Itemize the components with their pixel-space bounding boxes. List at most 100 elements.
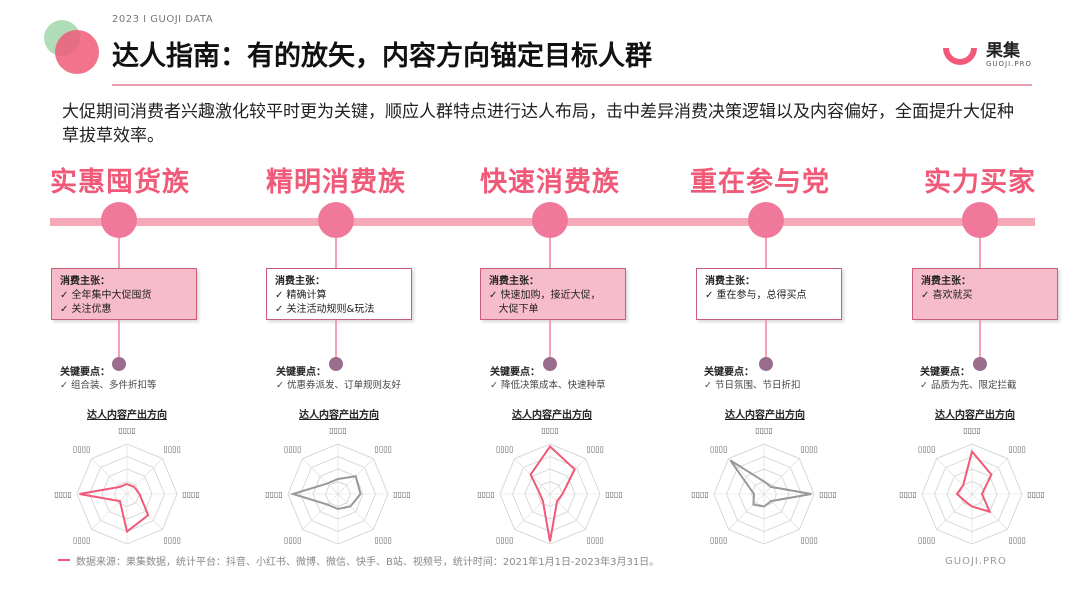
radar-chart: ▯▯▯▯▯▯▯▯▯▯▯▯▯▯▯▯▯▯▯▯▯▯▯▯▯▯▯▯▯▯▯▯: [265, 426, 411, 556]
arrow-connector: [335, 238, 337, 268]
arrow-connector: [118, 320, 120, 358]
radar-axis-label: ▯▯▯▯: [329, 426, 347, 435]
logo-subtext: GUOJI.PRO: [986, 60, 1033, 68]
radar-axis-label: ▯▯▯▯: [118, 554, 136, 556]
key-point-text: ✓ 品质为先、限定拦截: [920, 380, 1017, 391]
persona-name: 实惠囤货族: [50, 167, 190, 198]
box-line: ✓ 关注活动规则&玩法: [275, 304, 375, 315]
radar-axis-label: ▯▯▯▯: [73, 535, 91, 544]
radar-axis-label: ▯▯▯▯: [819, 490, 837, 499]
key-point-text: ✓ 节日氛围、节日折扣: [704, 380, 801, 391]
radar-axis-label: ▯▯▯▯: [605, 490, 623, 499]
consumption-box: 消费主张： ✓ 精确计算 ✓ 关注活动规则&玩法: [266, 268, 412, 320]
page-title: 达人指南：有的放矢，内容方向锚定目标人群: [112, 41, 652, 72]
arrow-connector: [979, 238, 981, 268]
radar-axis: [126, 458, 163, 495]
radar-axis-label: ▯▯▯▯: [284, 445, 302, 454]
key-point-text: ✓ 优惠券派发、订单规则友好: [276, 380, 401, 391]
radar-chart: ▯▯▯▯▯▯▯▯▯▯▯▯▯▯▯▯▯▯▯▯▯▯▯▯▯▯▯▯▯▯▯▯: [54, 426, 200, 556]
radar-axis: [549, 493, 586, 530]
radar-axis-label: ▯▯▯▯: [691, 490, 709, 499]
radar-shape: [289, 475, 362, 511]
radar-axis-label: ▯▯▯▯: [284, 535, 302, 544]
key-point-label: 关键要点：: [490, 367, 540, 378]
box-line: ✓ 快速加购，接近大促，: [489, 290, 601, 301]
box-title: 消费主张：: [60, 276, 110, 287]
key-point-label: 关键要点：: [920, 367, 970, 378]
guoji-logo-icon: [943, 34, 977, 65]
radar-shape: [529, 444, 576, 542]
arrow-connector: [765, 320, 767, 358]
radar-axis-label: ▯▯▯▯: [73, 445, 91, 454]
timeline-node: [101, 202, 137, 238]
radar-shape: [955, 449, 993, 514]
radar-axis-label: ▯▯▯▯: [755, 554, 773, 556]
radar-axis-label: ▯▯▯▯: [710, 445, 728, 454]
key-point-dot: [543, 357, 557, 371]
arrow-connector: [765, 238, 767, 268]
radar-chart: ▯▯▯▯▯▯▯▯▯▯▯▯▯▯▯▯▯▯▯▯▯▯▯▯▯▯▯▯▯▯▯▯: [477, 426, 623, 556]
radar-title: 达人内容产出方向: [935, 410, 1015, 421]
box-line: ✓ 喜欢就买: [921, 290, 973, 301]
arrow-connector: [118, 238, 120, 268]
box-title: 消费主张：: [489, 276, 539, 287]
box-title: 消费主张：: [921, 276, 971, 287]
box-title: 消费主张：: [705, 276, 755, 287]
radar-axis: [763, 458, 800, 495]
key-point-dot: [112, 357, 126, 371]
key-point-label: 关键要点：: [276, 367, 326, 378]
radar-axis: [936, 493, 973, 530]
key-point-dot: [329, 357, 343, 371]
radar-shape: [79, 482, 150, 534]
logo-name: 果集: [986, 41, 1020, 61]
radar-title: 达人内容产出方向: [299, 410, 379, 421]
key-point-label: 关键要点：: [704, 367, 754, 378]
box-line: ✓ 重在参与，总得买点: [705, 290, 807, 301]
key-point-text: ✓ 降低决策成本、快速种草: [490, 380, 606, 391]
arrow-connector: [549, 238, 551, 268]
radar-axis-label: ▯▯▯▯: [163, 535, 181, 544]
radar-axis-label: ▯▯▯▯: [541, 426, 559, 435]
radar-axis-label: ▯▯▯▯: [963, 554, 981, 556]
radar-axis-label: ▯▯▯▯: [899, 490, 917, 499]
radar-axis: [549, 458, 586, 495]
radar-axis-label: ▯▯▯▯: [586, 535, 604, 544]
key-point-text: ✓ 组合装、多件折扣等: [60, 380, 157, 391]
radar-axis: [302, 493, 339, 530]
radar-axis-label: ▯▯▯▯: [1008, 445, 1026, 454]
radar-title: 达人内容产出方向: [512, 410, 592, 421]
radar-axis-label: ▯▯▯▯: [265, 490, 283, 499]
radar-axis-label: ▯▯▯▯: [329, 554, 347, 556]
radar-axis-label: ▯▯▯▯: [1008, 535, 1026, 544]
key-point-dot: [759, 357, 773, 371]
arrow-connector: [549, 320, 551, 358]
radar-axis-label: ▯▯▯▯: [393, 490, 411, 499]
footer-dash: [58, 559, 70, 561]
key-point-label: 关键要点：: [60, 367, 110, 378]
radar-axis: [126, 493, 163, 530]
radar-axis-label: ▯▯▯▯: [182, 490, 200, 499]
persona-name: 重在参与党: [690, 167, 830, 198]
timeline-node: [748, 202, 784, 238]
radar-axis: [302, 458, 339, 495]
radar-axis-label: ▯▯▯▯: [800, 445, 818, 454]
radar-chart: ▯▯▯▯▯▯▯▯▯▯▯▯▯▯▯▯▯▯▯▯▯▯▯▯▯▯▯▯▯▯▯▯: [691, 426, 837, 556]
radar-axis-label: ▯▯▯▯: [496, 535, 514, 544]
radar-title: 达人内容产出方向: [87, 410, 167, 421]
radar-axis: [763, 493, 800, 530]
source-note: 数据来源：果集数据，统计平台：抖音、小红书、微博、微信、快手、B站、视频号，统计…: [76, 557, 660, 568]
persona-name: 精明消费族: [266, 167, 406, 198]
radar-axis-label: ▯▯▯▯: [800, 535, 818, 544]
timeline-node: [962, 202, 998, 238]
radar-axis: [728, 493, 765, 530]
radar-axis: [91, 493, 128, 530]
consumption-box: 消费主张： ✓ 重在参与，总得买点: [696, 268, 842, 320]
radar-axis-label: ▯▯▯▯: [54, 490, 72, 499]
radar-axis-label: ▯▯▯▯: [918, 445, 936, 454]
radar-axis-label: ▯▯▯▯: [374, 535, 392, 544]
intro-text: 大促期间消费者兴趣激化较平时更为关键，顺应人群特点进行达人布局，击中差异消费决策…: [62, 102, 1014, 146]
radar-axis-label: ▯▯▯▯: [541, 554, 559, 556]
radar-chart: ▯▯▯▯▯▯▯▯▯▯▯▯▯▯▯▯▯▯▯▯▯▯▯▯▯▯▯▯▯▯▯▯: [899, 426, 1045, 556]
timeline-node: [532, 202, 568, 238]
box-line: ✓ 全年集中大促囤货: [60, 290, 152, 301]
